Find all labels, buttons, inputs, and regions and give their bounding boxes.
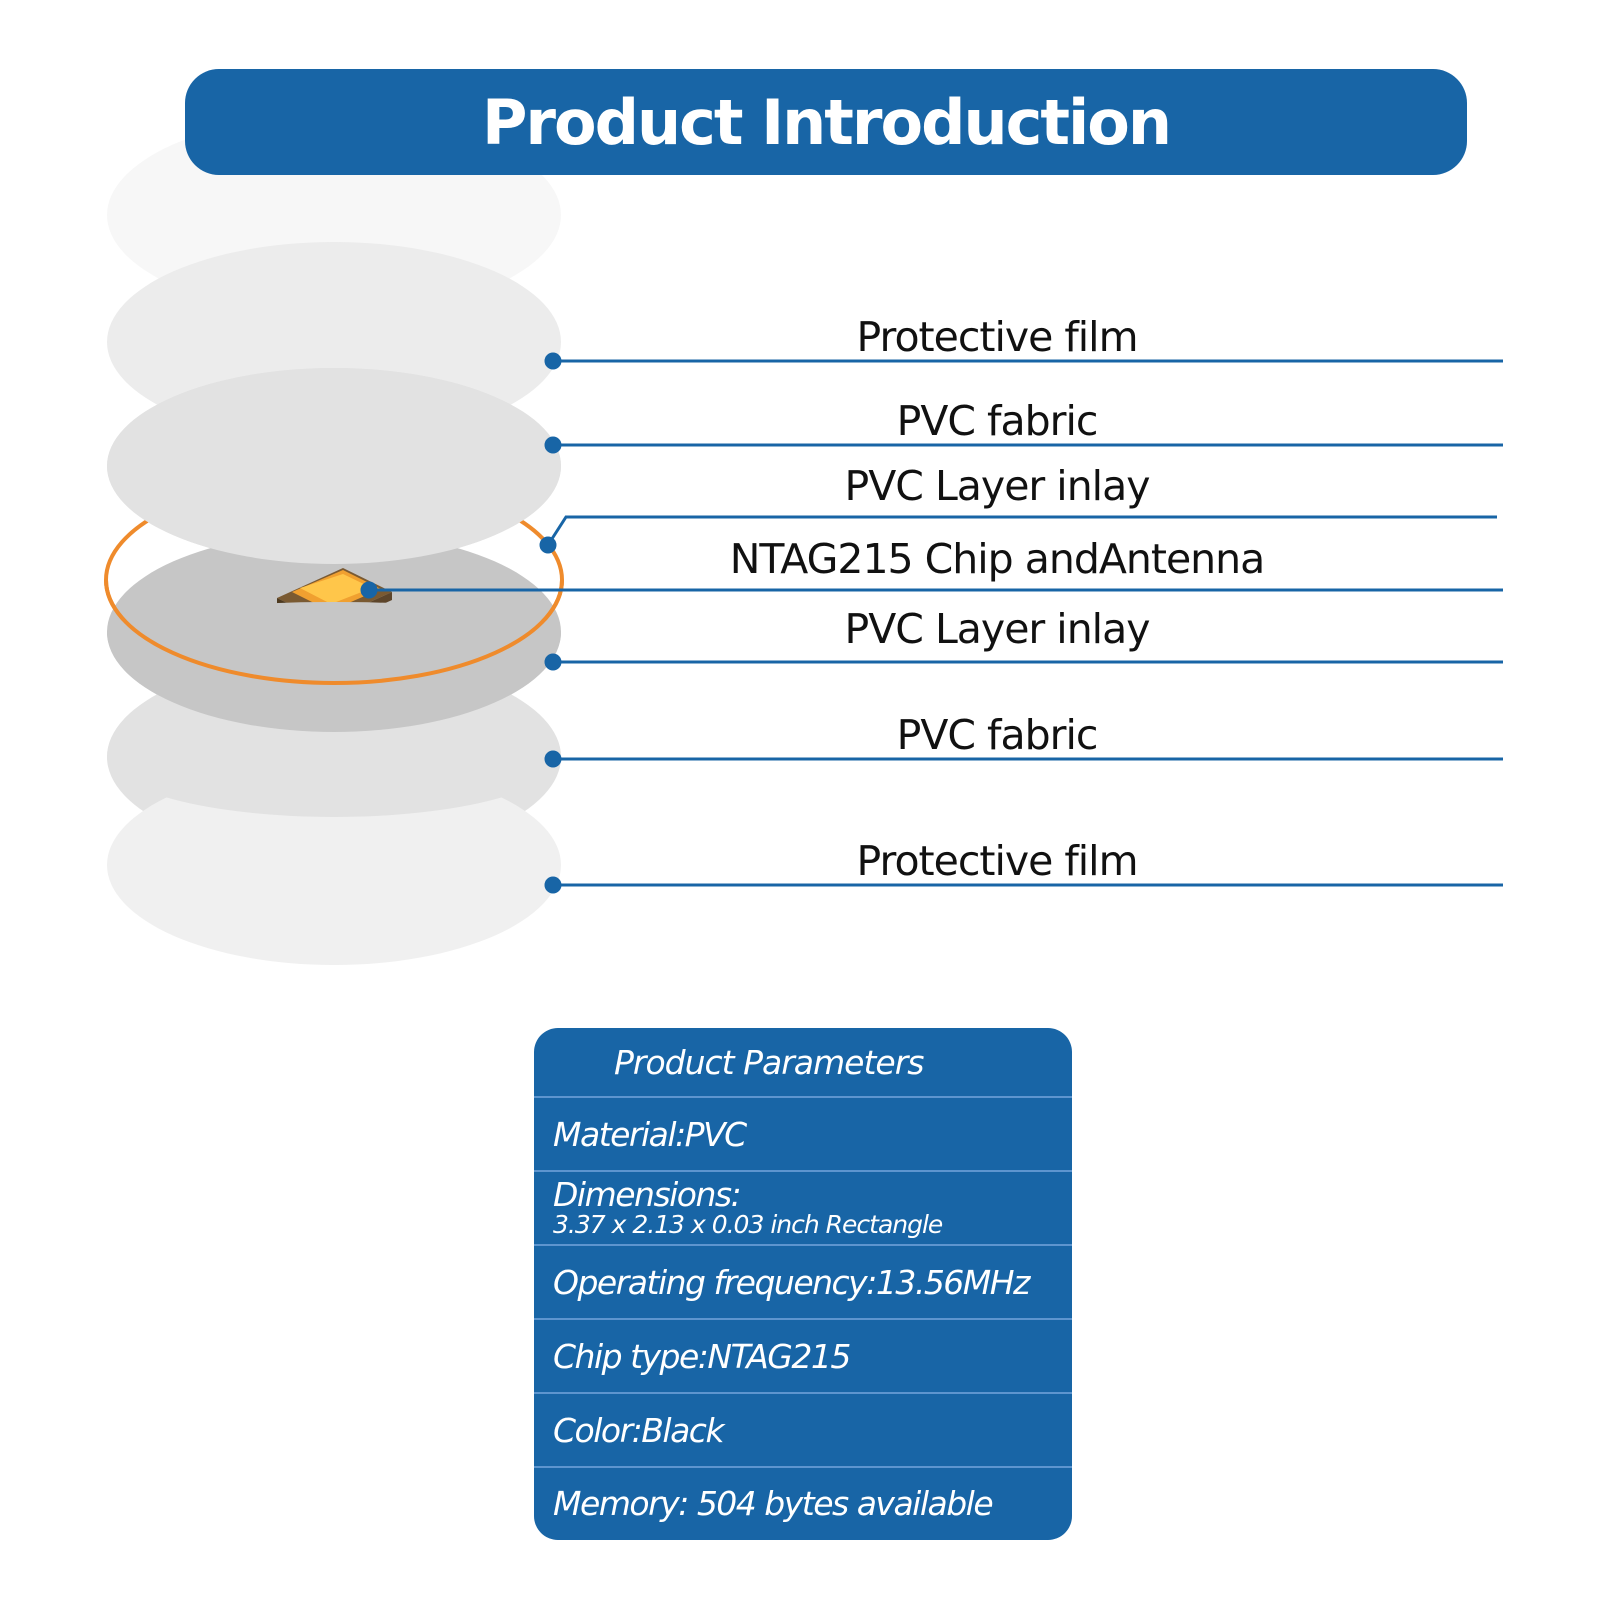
layer-label-protective-film-bottom: Protective film <box>856 837 1138 885</box>
param-frequency: Operating frequency:13.56MHz <box>534 1246 1072 1320</box>
layer-label-inlay-top: PVC Layer inlay <box>844 462 1151 510</box>
param-dimensions-label: Dimensions: <box>553 1174 742 1214</box>
leader-line-inlay-bottom <box>544 653 1503 671</box>
leader-line-chip <box>360 581 1503 599</box>
param-dimensions-value: 3.37 x 2.13 x 0.03 inch Rectangle <box>553 1210 943 1240</box>
param-color: Color:Black <box>534 1394 1072 1468</box>
page-title: Product Introduction <box>481 85 1172 159</box>
product-parameters-card: Product Parameters Material:PVC Dimensio… <box>534 1028 1072 1540</box>
layer-label-pvc-fabric-bottom: PVC fabric <box>896 711 1099 759</box>
leader-line-pvc-fabric-top <box>544 436 1503 454</box>
param-material: Material:PVC <box>534 1098 1072 1172</box>
antenna-coil-front-top <box>104 579 564 685</box>
layer-label-pvc-fabric-top: PVC fabric <box>896 397 1099 445</box>
header-banner: Product Introduction <box>185 69 1467 175</box>
param-dimensions: Dimensions: 3.37 x 2.13 x 0.03 inch Rect… <box>534 1172 1072 1246</box>
layer-disc-pvc-fabric-top-overlay <box>107 368 561 564</box>
layer-label-chip-antenna: NTAG215 Chip andAntenna <box>729 535 1266 583</box>
layer-label-inlay-bottom: PVC Layer inlay <box>844 605 1151 653</box>
layer-disc-inlay-lower-edge <box>107 602 561 732</box>
leader-line-pvc-fabric-bottom <box>544 750 1503 768</box>
layer-disc-protective-film-bottom <box>107 765 561 965</box>
parameters-title: Product Parameters <box>534 1028 1072 1098</box>
param-chip: Chip type:NTAG215 <box>534 1320 1072 1394</box>
layer-diagram <box>104 242 1503 965</box>
layer-label-protective-film-top: Protective film <box>856 313 1138 361</box>
leader-line-protective-film-top <box>544 352 1503 370</box>
param-memory: Memory: 504 bytes available <box>553 1483 994 1523</box>
leader-line-inlay-top <box>539 515 1497 554</box>
leader-line-protective-film-bottom <box>544 876 1503 894</box>
